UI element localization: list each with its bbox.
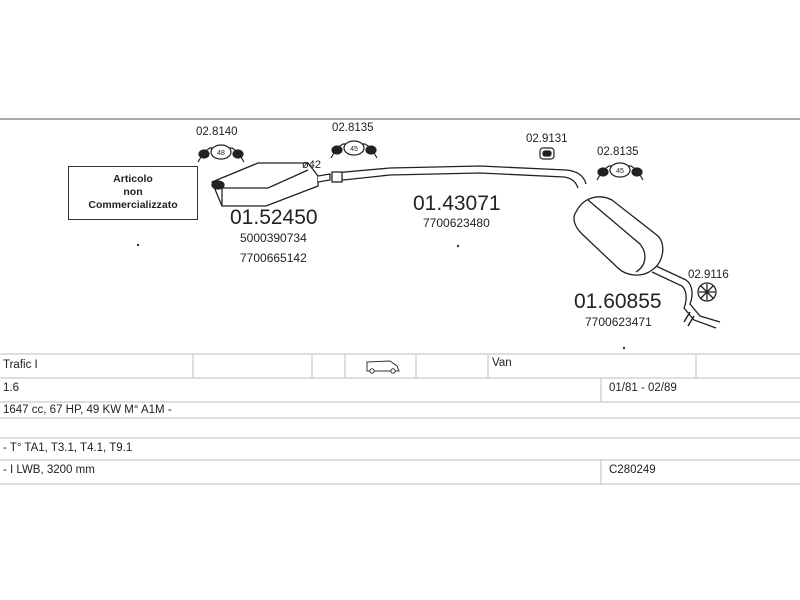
front-muffler-ref-2: 7700665142 xyxy=(240,251,307,265)
vehicle-wheelbase: - I LWB, 3200 mm xyxy=(3,464,95,476)
dot-marker xyxy=(456,244,460,248)
not-commercialized-note: Articolo non Commercializzato xyxy=(68,166,198,220)
front-muffler-ref-1: 5000390734 xyxy=(240,231,307,245)
rear-muffler-shape xyxy=(573,196,721,329)
bracket-rear-badge: 45 xyxy=(616,168,624,175)
vehicle-specs: 1647 cc, 67 HP, 49 KW M° A1M - xyxy=(3,404,172,416)
bracket-rear-number: 02.8135 xyxy=(597,146,639,158)
dot-marker xyxy=(622,346,626,350)
vehicle-model: Trafic I xyxy=(3,359,38,371)
note-line-3: Commercializzato xyxy=(88,199,178,211)
van-icon xyxy=(366,360,400,374)
clamp-mid-icon xyxy=(539,147,555,160)
bracket-mid-number: 02.8135 xyxy=(332,122,374,134)
dot-marker xyxy=(136,243,140,247)
middle-pipe-number: 01.43071 xyxy=(413,192,501,215)
front-muffler-shape xyxy=(211,162,331,207)
vehicle-catalog-code: C280249 xyxy=(609,464,656,476)
rear-muffler-ref-1: 7700623471 xyxy=(585,315,652,329)
bracket-front-icon xyxy=(197,144,245,163)
rear-muffler-number: 01.60855 xyxy=(574,290,662,313)
vehicle-body-type: Van xyxy=(492,357,512,369)
middle-pipe-ref-1: 7700623480 xyxy=(423,216,490,230)
vehicle-variants: - T° TA1, T3.1, T4.1, T9.1 xyxy=(3,442,133,454)
vehicle-period: 01/81 - 02/89 xyxy=(609,382,677,394)
bracket-mid-icon xyxy=(330,140,378,159)
bracket-rear-icon xyxy=(596,162,644,181)
clamp-mid-number: 02.9131 xyxy=(526,133,568,145)
front-muffler-number: 01.52450 xyxy=(230,206,318,229)
bracket-front-badge: 48 xyxy=(217,150,225,157)
middle-pipe-shape xyxy=(331,165,587,189)
note-line-2: non xyxy=(123,186,143,198)
ring-rear-icon xyxy=(697,282,717,302)
bracket-mid-badge: 45 xyxy=(350,146,358,153)
ring-rear-number: 02.9116 xyxy=(688,269,729,281)
diameter-label: ø42 xyxy=(302,159,321,171)
bracket-front-number: 02.8140 xyxy=(196,126,238,138)
note-line-1: Articolo xyxy=(113,173,153,185)
vehicle-table-grid xyxy=(0,353,800,485)
vehicle-engine: 1.6 xyxy=(3,382,19,394)
